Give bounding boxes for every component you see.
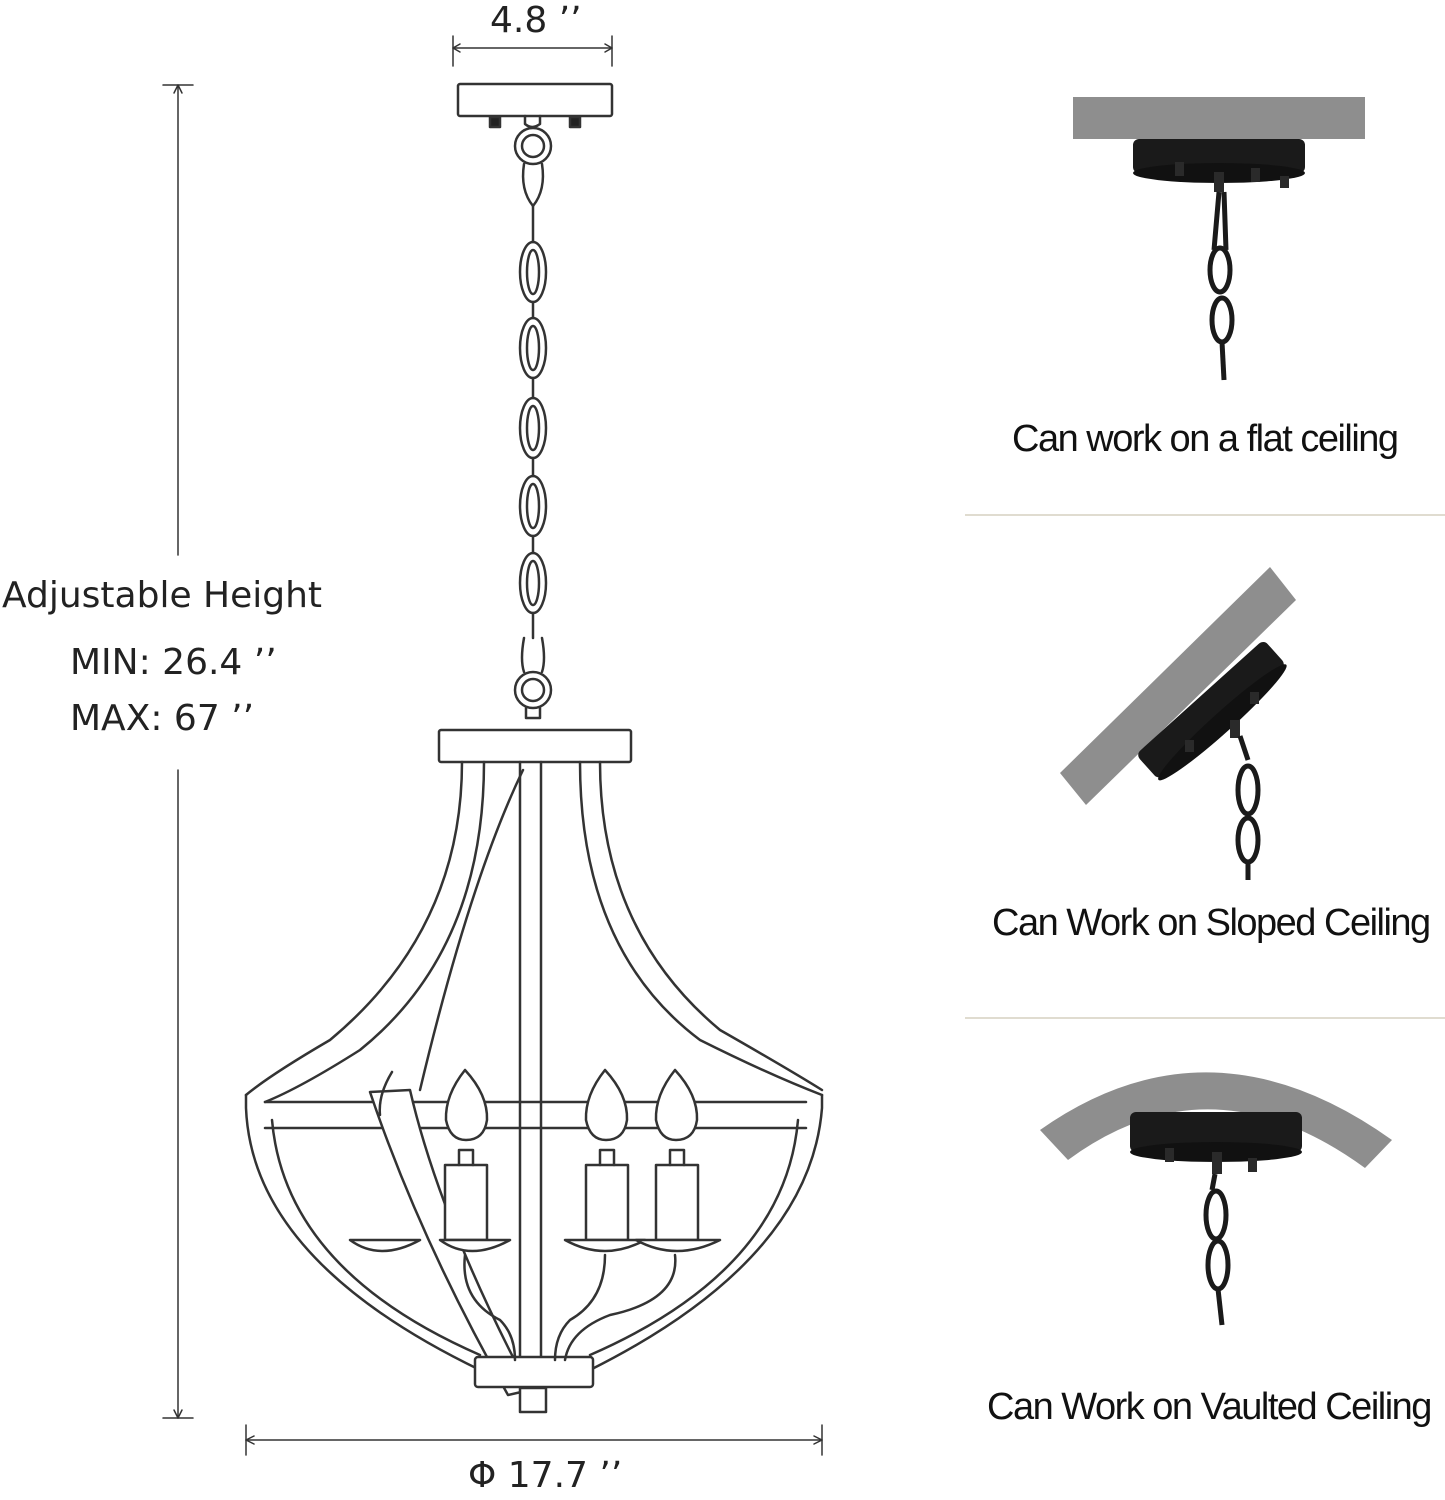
height-min-label: MIN: 26.4 ’’	[70, 642, 277, 683]
diameter-dimension	[245, 1424, 823, 1456]
sloped-ceiling-caption: Can Work on Sloped Ceiling	[992, 902, 1431, 944]
canopy-width-label: 4.8 ’’	[490, 0, 582, 41]
flat-ceiling-caption: Can work on a flat ceiling	[1012, 418, 1399, 460]
sloped-ceiling-illustration	[1060, 567, 1296, 880]
vaulted-ceiling-caption: Can Work on Vaulted Ceiling	[987, 1386, 1432, 1428]
height-title: Adjustable Height	[2, 575, 323, 616]
candle-bulbs	[348, 1068, 722, 1362]
canopy-width-dimension	[452, 35, 613, 67]
flat-ceiling-illustration	[1073, 97, 1365, 381]
height-dimension	[162, 84, 194, 1419]
vaulted-ceiling-illustration	[1040, 1072, 1392, 1326]
height-max-label: MAX: 67 ’’	[70, 698, 255, 739]
diameter-label: Φ 17.7 ’’	[468, 1455, 623, 1496]
